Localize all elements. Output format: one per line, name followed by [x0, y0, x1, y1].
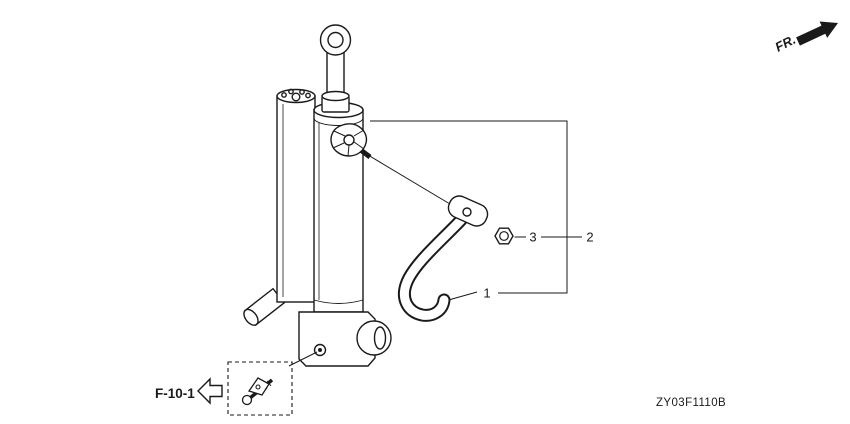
- manifold-block: [298, 311, 392, 367]
- manifold-bolt-center: [318, 348, 322, 352]
- filler-plug: [291, 92, 301, 102]
- bolt-hole: [305, 92, 311, 99]
- reference-box: [370, 120, 568, 294]
- reservoir-foot: [243, 287, 286, 327]
- tilt-cylinder-assembly: [243, 24, 392, 367]
- callout-part1[interactable]: 1: [483, 286, 490, 301]
- callout-part3[interactable]: 3: [529, 230, 536, 245]
- bolt-hole: [288, 88, 294, 95]
- screw-part: [241, 377, 274, 406]
- reservoir-tube: [276, 88, 316, 303]
- rod-eye-inner: [327, 31, 344, 49]
- figure-reference[interactable]: F-10-1: [155, 377, 223, 405]
- fr-arrow-icon: [796, 21, 838, 46]
- bolt-hole: [281, 92, 287, 98]
- drawing-code: ZY03F1110B: [656, 397, 726, 409]
- bracket-hole: [462, 207, 472, 217]
- nut-part: [494, 227, 514, 245]
- cap-to-bracket-leader: [367, 154, 461, 211]
- figure-reference-label[interactable]: F-10-1: [155, 386, 195, 401]
- arrow-left-icon: [197, 377, 223, 405]
- screw-leader: [288, 351, 318, 367]
- manifold-boss-bore: [373, 326, 387, 350]
- gland-collar: [321, 90, 350, 113]
- cylinder-cap-part: [330, 123, 372, 159]
- fr-label: FR.: [773, 32, 798, 55]
- detail-dashed-box: [227, 361, 293, 416]
- callout-part2[interactable]: 2: [586, 230, 593, 245]
- bracket-part: [397, 195, 489, 322]
- fr-direction-indicator: FR.: [773, 21, 838, 55]
- bolt-hole: [299, 89, 305, 95]
